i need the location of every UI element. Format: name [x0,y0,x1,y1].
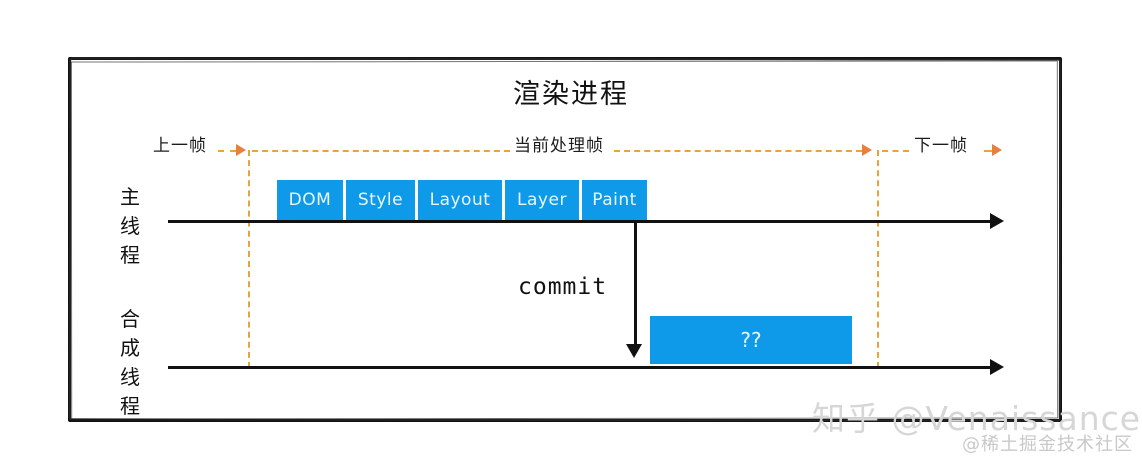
pipeline-stage-layer[interactable]: Layer [505,180,579,220]
timeline-label-previous-frame: 上一帧 [150,131,210,156]
frame-boundary-right [877,150,879,368]
timeline-arrow-previous-icon [236,144,246,156]
timeline-segment-current-right [614,150,862,152]
compositor-thread-label-char-3: 线 [120,365,140,389]
timeline-segment-current-left [252,150,510,152]
timeline-arrow-next-icon [992,144,1002,156]
page-title: 渲染进程 [513,79,629,110]
main-thread-axis-arrow-icon [990,213,1004,229]
commit-arrow-head-icon [626,344,642,358]
commit-label: commit [518,274,608,300]
timeline-segment-next-right [984,150,994,152]
main-thread-axis [168,220,994,223]
main-thread-label-char-3: 程 [120,243,140,267]
timeline-segment-previous-right [218,150,236,152]
watermark-secondary: @稀土掘金技术社区 [962,434,1133,455]
compositor-thread-label-char-4: 程 [120,394,140,418]
main-thread-label-char-1: 主 [120,185,140,209]
render-process-frame [68,57,1062,422]
compositor-thread-label: 合 成 线 程 [113,305,147,421]
timeline-label-next-frame: 下一帧 [911,131,971,156]
compositor-thread-label-char-2: 成 [120,336,140,360]
compositor-thread-label-char-1: 合 [120,307,140,331]
compositor-thread-axis [168,366,994,369]
pipeline-stage-style[interactable]: Style [346,180,415,220]
render-pipeline: DOM Style Layout Layer Paint [277,180,647,220]
pipeline-stage-dom[interactable]: DOM [277,180,343,220]
compositor-task-box[interactable]: ?? [650,316,852,364]
compositor-thread-axis-arrow-icon [990,359,1004,375]
pipeline-stage-paint[interactable]: Paint [582,180,647,220]
main-thread-label-char-2: 线 [120,214,140,238]
watermark-primary: 知乎 @Venaissance [812,399,1142,438]
main-thread-label: 主 线 程 [113,183,147,270]
pipeline-stage-layout[interactable]: Layout [418,180,502,220]
frame-boundary-left [248,150,250,368]
commit-arrow-line [634,222,637,346]
timeline-segment-next-left [882,150,909,152]
timeline-arrow-current-icon [862,144,872,156]
timeline-label-current-frame: 当前处理帧 [511,131,607,156]
